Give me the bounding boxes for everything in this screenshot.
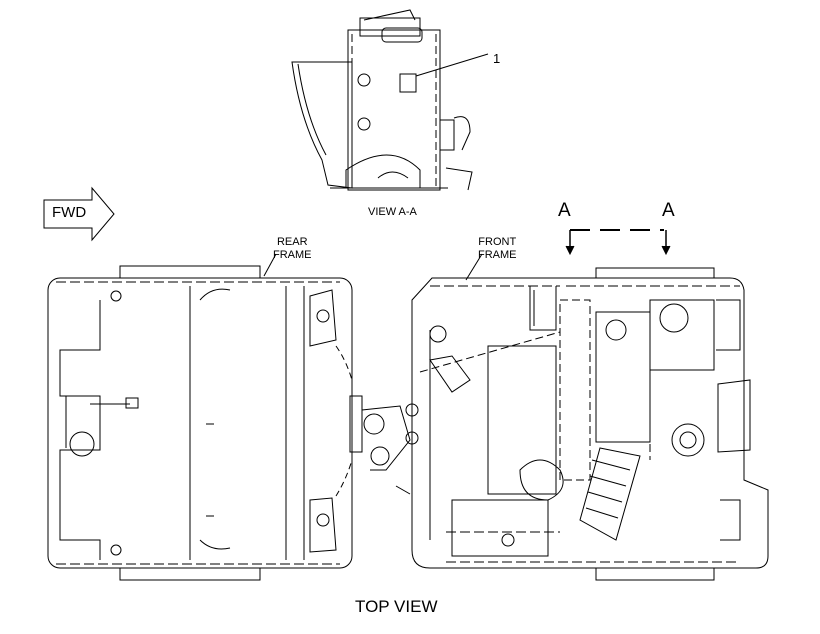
rear-frame-label: REAR FRAME <box>273 236 312 262</box>
section-a-right-label: A <box>662 200 675 221</box>
top-view-title: TOP VIEW <box>355 597 438 616</box>
view-aa-drawing <box>291 9 489 191</box>
rear-frame-drawing <box>47 265 353 581</box>
view-aa-label: VIEW A-A <box>368 206 417 218</box>
fwd-label: FWD <box>52 204 87 221</box>
section-a-left-label: A <box>558 200 571 221</box>
section-cut-line <box>565 229 671 256</box>
front-frame-label: FRONT FRAME <box>478 236 517 262</box>
front-frame-drawing <box>411 267 769 581</box>
callout-number-1: 1 <box>493 51 501 66</box>
hitch-drawing <box>349 395 419 495</box>
component-1-box <box>399 73 417 93</box>
fwd-arrow <box>43 186 115 242</box>
